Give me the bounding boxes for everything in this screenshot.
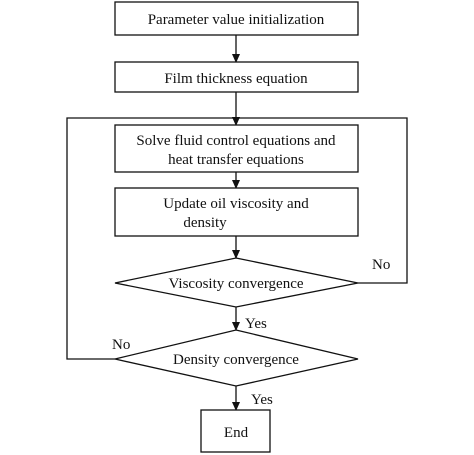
viscosity-diamond — [114, 257, 359, 308]
viscosity-no-label: No — [372, 257, 390, 273]
density-diamond — [114, 329, 359, 387]
update-label-line1: Update oil viscosity and — [163, 196, 309, 212]
solve-box — [114, 124, 359, 173]
film-label: Film thickness equation — [164, 71, 308, 87]
update-label-line2: density — [183, 215, 227, 231]
solve-label-line1: Solve fluid control equations and — [136, 133, 336, 149]
process-boxes — [114, 1, 359, 453]
film-box — [114, 61, 359, 93]
update-box — [114, 187, 359, 237]
decision-diamonds — [114, 257, 359, 387]
init-box — [114, 1, 359, 36]
density-no-label: No — [112, 337, 130, 353]
loop-density-no — [66, 117, 236, 360]
end-box — [200, 409, 271, 453]
connectors — [66, 35, 408, 411]
density-label: Density convergence — [173, 352, 299, 368]
end-label: End — [224, 425, 249, 441]
viscosity-yes-label: Yes — [245, 316, 267, 332]
solve-label-line2: heat transfer equations — [168, 152, 304, 168]
edge-labels: No Yes No Yes — [112, 257, 390, 408]
density-yes-label: Yes — [251, 392, 273, 408]
viscosity-label: Viscosity convergence — [168, 276, 303, 292]
loop-viscosity-no — [236, 117, 408, 284]
node-labels: Parameter value initialization Film thic… — [136, 12, 336, 441]
init-label: Parameter value initialization — [148, 12, 325, 28]
